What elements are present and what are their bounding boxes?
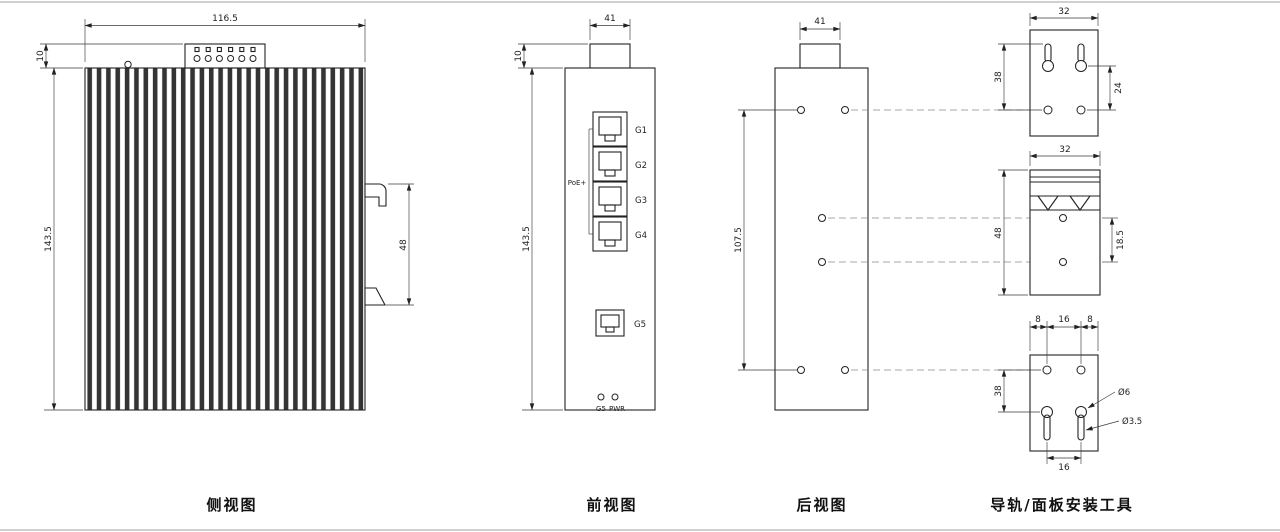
din-clip-latch [364, 287, 386, 306]
status-leds: G5 PWR [596, 393, 625, 413]
leader-line [1085, 420, 1120, 431]
leader-line [1087, 391, 1116, 409]
terminal-pins [193, 46, 257, 62]
hole-diameter-label: Ø6 [1118, 387, 1130, 398]
clip-tooth [1068, 195, 1092, 211]
mount-tools: 32 38 24 32 [994, 7, 1142, 473]
keyhole-slot [1077, 414, 1085, 441]
side-top-offset-dim: 10 [36, 50, 46, 62]
rear-view-title: 后视图 [796, 496, 847, 514]
tools-title: 导轨/面板安装工具 [990, 496, 1133, 514]
clip-tooth [1036, 195, 1060, 211]
top-plate-right-dim: 24 [1114, 82, 1124, 94]
bottom-plate-left-dim: 38 [994, 385, 1004, 397]
front-view-title: 前视图 [586, 496, 637, 514]
port-label: G5 [634, 320, 646, 330]
port-label: G3 [635, 196, 647, 206]
rj45-port-g2: G2 [592, 146, 647, 182]
mount-hole [797, 106, 805, 114]
panel-plate-top: 32 38 24 [994, 7, 1124, 137]
rear-body-outline [774, 67, 869, 411]
mount-hole [797, 366, 805, 374]
mount-hole [1076, 105, 1086, 115]
mount-hole [1043, 105, 1053, 115]
keyhole-circle [1041, 406, 1053, 418]
port-label: G4 [635, 231, 647, 241]
sfp-port-g5: G5 [595, 309, 646, 337]
mount-hole [1059, 258, 1067, 266]
rear-width-dim: 41 [814, 17, 825, 27]
port-label: G1 [635, 126, 647, 136]
top-plate-width-dim: 32 [1058, 7, 1069, 17]
rj45-port-g3: G3 [592, 181, 647, 217]
mount-hole [1076, 365, 1086, 375]
mount-hole [1059, 214, 1067, 222]
panel-plate-bottom: 8 16 8 38 16 Ø6 Ø3.5 [994, 315, 1142, 473]
keyhole-circle [1042, 60, 1054, 72]
bottom-plate-seg-left-dim: 8 [1035, 315, 1041, 325]
bottom-plate-seg-mid-dim: 16 [1058, 315, 1070, 325]
front-view: 41 10 143.5 G1 G2 G3 [514, 14, 656, 413]
din-rail-clip: 32 48 18.5 [994, 145, 1126, 296]
keyhole-circle [1075, 60, 1087, 72]
poe-label: PoE+ [568, 179, 587, 187]
g5-led-label: G5 [596, 405, 606, 413]
rear-hole-span-dim: 107.5 [734, 227, 744, 253]
port-label: G2 [635, 161, 647, 171]
front-top-offset-dim: 10 [514, 50, 524, 62]
din-clip-right-dim: 18.5 [1116, 230, 1126, 250]
front-top-block [589, 43, 631, 69]
side-height-dim: 143.5 [44, 226, 54, 252]
side-clip-dim: 48 [399, 239, 409, 251]
poe-bracket: PoE+ [568, 128, 593, 235]
din-clip-hook [364, 183, 387, 207]
mount-hole [841, 106, 849, 114]
mount-hole [841, 366, 849, 374]
front-height-dim: 143.5 [522, 226, 532, 252]
front-width-dim: 41 [604, 14, 615, 24]
din-clip-width-dim: 32 [1059, 145, 1070, 155]
rj45-port-g4: G4 [592, 216, 647, 252]
bottom-plate-seg-right-dim: 8 [1087, 315, 1093, 325]
bottom-plate-bottom-dim: 16 [1058, 463, 1070, 473]
side-body-outline [84, 67, 366, 411]
top-plate-left-dim: 38 [994, 71, 1004, 83]
slot-diameter-label: Ø3.5 [1122, 416, 1142, 427]
heatsink-fins [85, 68, 365, 410]
keyhole-circle [1075, 406, 1087, 418]
din-clip-left-dim: 48 [994, 227, 1004, 239]
side-width-dim: 116.5 [212, 14, 238, 24]
mount-hole [1042, 365, 1052, 375]
mount-hole [818, 214, 826, 222]
g5-led [597, 393, 605, 401]
side-view-title: 侧视图 [206, 496, 257, 514]
pwr-led [611, 393, 619, 401]
keyhole-slot [1043, 414, 1051, 441]
rear-view: 41 107.5 [734, 17, 1100, 411]
mount-hole [818, 258, 826, 266]
top-screw [124, 60, 132, 69]
pwr-led-label: PWR [609, 405, 625, 413]
side-view: 116.5 10 143.5 48 [36, 14, 414, 411]
rear-top-block [799, 43, 841, 69]
view-titles: 侧视图 前视图 后视图 导轨/面板安装工具 [206, 496, 1133, 514]
